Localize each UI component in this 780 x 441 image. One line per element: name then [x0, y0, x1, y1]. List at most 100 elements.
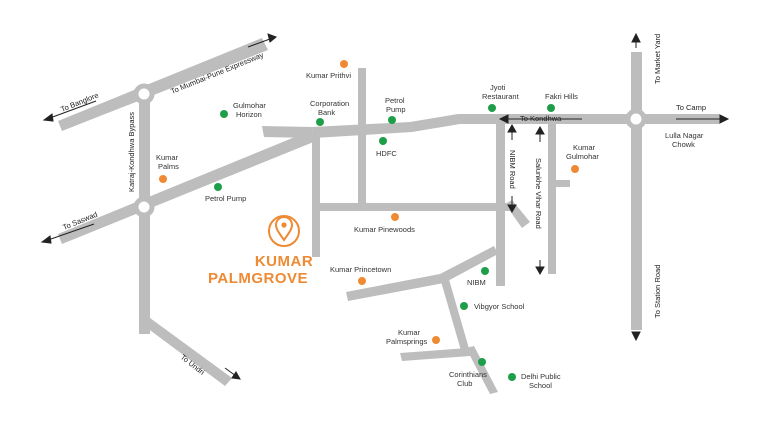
landmark-label: School [529, 381, 552, 390]
arrowhead-kondhwa-icon [498, 114, 509, 124]
arrowhead-salunkhe-down-icon [535, 266, 545, 276]
project-label: Kumar Pinewoods [354, 225, 415, 234]
map-pin-icon [268, 215, 300, 247]
landmark-label: Pump [386, 105, 406, 114]
landmark-label: Chowk [672, 140, 695, 149]
label-nibm-road: NIBM Road [508, 150, 517, 189]
road-network [58, 38, 720, 394]
project-kumar-prithvi: Kumar Prithvi [306, 60, 351, 80]
arrowhead-bangalore-icon [42, 113, 54, 122]
landmark-label: Club [457, 379, 472, 388]
arrowhead-camp-icon [719, 114, 730, 124]
label-to-kondhwa: To Kondhwa [520, 114, 562, 123]
landmark-dot-icon [316, 118, 324, 126]
landmark-label: Bank [318, 108, 335, 117]
landmark-label: HDFC [376, 149, 397, 158]
road-labels: Katraj-Kondhwa Bypass NIBM Road Salunkhe… [127, 112, 543, 229]
landmark-petrol-pump-top: Petrol Pump [385, 96, 406, 124]
landmark-dot-icon [488, 104, 496, 112]
direction-arrows [40, 32, 730, 380]
landmark-dot-icon [478, 358, 486, 366]
landmark-fakri-hills: Fakri Hills [545, 92, 578, 112]
landmark-dot-icon [547, 104, 555, 112]
project-dot-icon [391, 213, 399, 221]
landmarks: Gulmohar Horizon Corporation Bank Petrol… [205, 83, 704, 390]
arrowhead-station-icon [631, 331, 641, 342]
road-kondhwa-main [312, 114, 720, 138]
project-kumar-pinewoods: Kumar Pinewoods [354, 213, 415, 234]
landmark-petrol-pump-left: Petrol Pump [205, 183, 246, 203]
landmark-label: Fakri Hills [545, 92, 578, 101]
label-to-market-yard: To Market Yard [653, 34, 662, 84]
landmark-label: Vibgyor School [474, 302, 525, 311]
landmark-dot-icon [508, 373, 516, 381]
arrow-bangalore [49, 100, 97, 119]
project-dot-icon [159, 175, 167, 183]
road-princetown [346, 246, 498, 301]
landmark-dot-icon [220, 110, 228, 118]
landmark-label: Corporation [310, 99, 349, 108]
arrowhead-salunkhe-up-icon [535, 125, 545, 135]
project-kumar-gulmohar: Kumar Gulmohar [566, 143, 599, 173]
road-corp-link [262, 126, 314, 138]
landmark-label: Corinthians [449, 370, 487, 379]
project-kumar-princetown: Kumar Princetown [330, 265, 391, 285]
project-label: Kumar [573, 143, 596, 152]
brand-name-line1: KUMAR [255, 253, 313, 270]
road-pinewoods-ext [505, 200, 530, 228]
project-dot-icon [358, 277, 366, 285]
arrowhead-nibm-up-icon [507, 123, 517, 133]
project-kumar-palms: Kumar Palms [156, 153, 179, 183]
road-mumbai-pune [58, 38, 268, 131]
road-bottom [400, 348, 470, 361]
landmark-dot-icon [214, 183, 222, 191]
landmark-delhi-public-school: Delhi Public School [508, 372, 561, 390]
landmark-dot-icon [460, 302, 468, 310]
landmark-label: Gulmohar [233, 101, 266, 110]
landmark-nibm: NIBM [467, 267, 489, 287]
road-salunkhe [548, 114, 556, 274]
road-pinewoods-west [312, 135, 320, 257]
landmark-lulla-nagar: Lulla Nagar Chowk [665, 131, 704, 149]
landmark-label: Petrol Pump [205, 194, 246, 203]
project-label: Kumar [156, 153, 179, 162]
brand-name-line2: PALMGROVE [208, 270, 308, 287]
project-dot-icon [571, 165, 579, 173]
brand-block: KUMAR PALMGROVE [208, 215, 313, 287]
landmark-corinthians-club: Corinthians Club [449, 358, 487, 388]
arrowhead-market-yard-icon [631, 32, 641, 43]
landmark-label: NIBM [467, 278, 486, 287]
landmark-gulmohar-horizon: Gulmohar Horizon [220, 101, 266, 119]
project-label: Kumar Princetown [330, 265, 391, 274]
landmark-label: Delhi Public [521, 372, 561, 381]
roundabout-east [625, 108, 647, 130]
label-to-camp: To Camp [676, 103, 706, 112]
label-salunkhe-road: Salunkhe Vihar Road [534, 158, 543, 229]
landmark-label: Jyoti [490, 83, 506, 92]
project-dot-icon [340, 60, 348, 68]
project-label: Kumar [398, 328, 421, 337]
label-katraj-bypass: Katraj-Kondhwa Bypass [127, 112, 136, 192]
project-label: Palmsprings [386, 337, 428, 346]
landmark-label: Restaurant [482, 92, 520, 101]
road-dps [466, 346, 498, 394]
project-label: Palms [158, 162, 179, 171]
landmark-corporation-bank: Corporation Bank [310, 99, 349, 126]
kumar-projects: Kumar Prithvi Kumar Palms Kumar Gulmohar… [156, 60, 599, 346]
arrowhead-undri-icon [231, 371, 241, 380]
road-corinthians [440, 276, 470, 354]
road-station [631, 52, 642, 330]
arrowhead-mumbai-pune-icon [267, 33, 277, 43]
arrowhead-nibm-down-icon [507, 204, 517, 214]
arrow-saswad [47, 223, 95, 241]
road-to-undri [139, 318, 232, 386]
landmark-dot-icon [388, 116, 396, 124]
label-to-station-road: To Station Road [653, 265, 662, 318]
project-label: Kumar Prithvi [306, 71, 351, 80]
road-pinewoods [312, 203, 512, 211]
project-kumar-palmsprings: Kumar Palmsprings [386, 328, 440, 346]
project-dot-icon [432, 336, 440, 344]
landmark-hdfc: HDFC [376, 137, 397, 158]
project-label: Gulmohar [566, 152, 599, 161]
